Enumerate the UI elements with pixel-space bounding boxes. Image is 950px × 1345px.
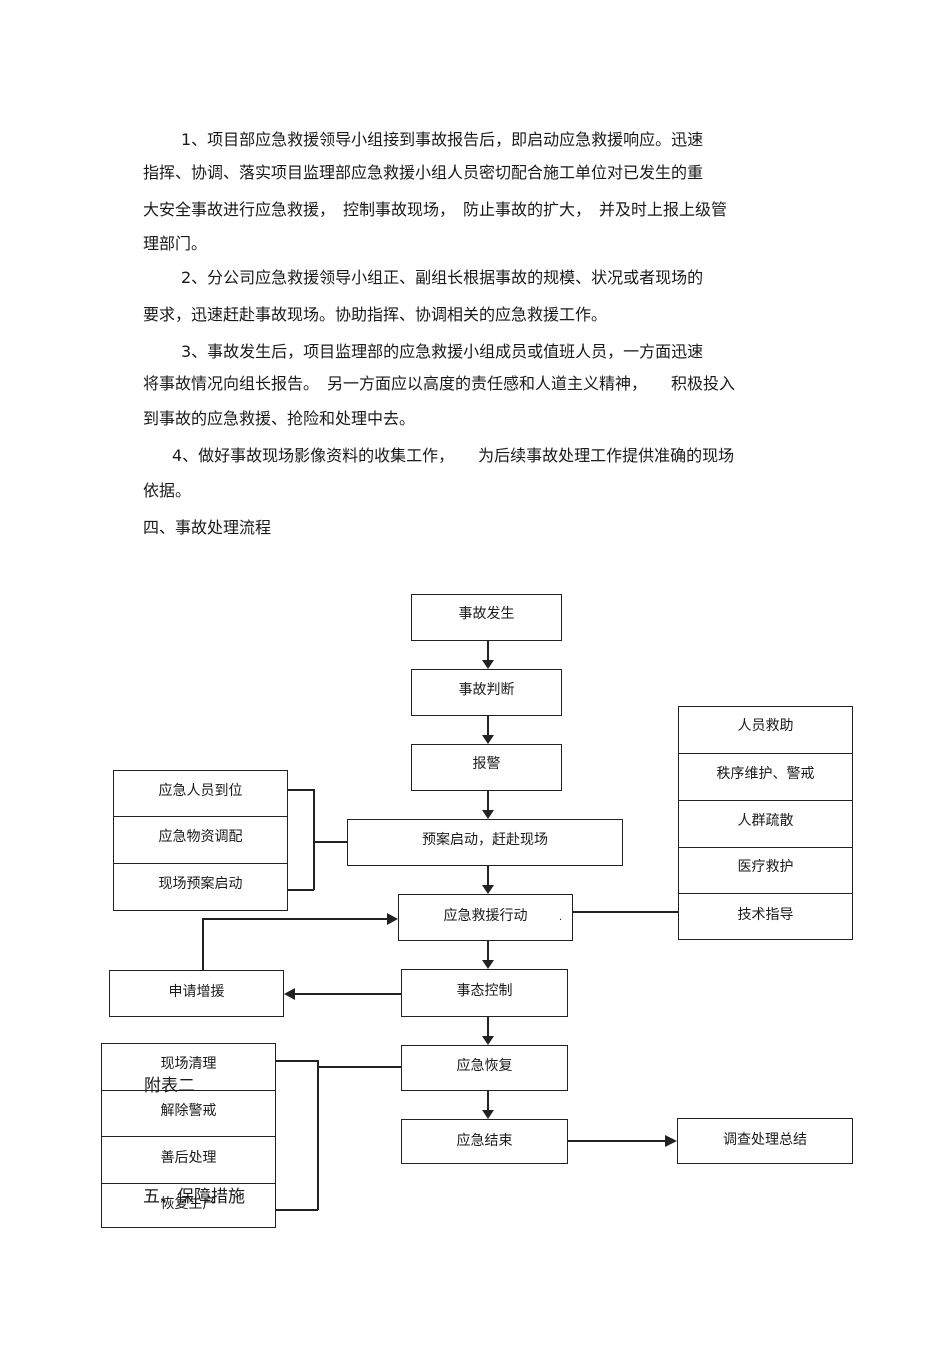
- flow-node-site-cleanup: 现场清理: [101, 1043, 276, 1091]
- appendix-label: 附表二: [144, 1076, 195, 1096]
- flow-node-end: 应急结束: [401, 1119, 568, 1164]
- section-heading: 四、事故处理流程: [143, 518, 272, 537]
- flow-node-evacuation: 人群疏散: [678, 800, 853, 848]
- flow-node-summary: 调查处理总结: [677, 1118, 853, 1164]
- text-line: 3、事故发生后，项目监理部的应急救援小组成员或值班人员，一方面迅速: [181, 342, 704, 361]
- flow-node-material-dispatch: 应急物资调配: [113, 816, 288, 864]
- text-line: 将事故情况向组长报告。 另一方面应以高度的责任感和人道主义精神， 积极投入: [143, 374, 736, 393]
- text-line: 到事故的应急救援、抢险和处理中去。: [143, 409, 416, 428]
- text-line: 4、做好事故现场影像资料的收集工作， 为后续事故处理工作提供准确的现场: [172, 446, 735, 465]
- flow-node-resume-production: 恢复生产: [101, 1183, 276, 1228]
- text-line: 大安全事故进行应急救援， 控制事故现场， 防止事故的扩大， 并及时上报上级管: [143, 200, 728, 219]
- flow-node-situation-control: 事态控制: [401, 969, 568, 1017]
- flow-node-staff-arrival: 应急人员到位: [113, 770, 288, 817]
- text-line: 2、分公司应急救援领导小组正、副组长根据事故的规模、状况或者现场的: [181, 268, 704, 287]
- flow-node-lift-cordon: 解除警戒: [101, 1090, 276, 1137]
- flow-node-order-maintain: 秩序维护、警戒: [678, 753, 853, 801]
- flow-node-alarm: 报警: [411, 744, 562, 791]
- stray-dot: .: [559, 912, 563, 923]
- flow-node-occurrence: 事故发生: [411, 594, 562, 641]
- flow-node-plan-start: 预案启动，赶赴现场: [347, 819, 623, 866]
- flow-node-aftermath: 善后处理: [101, 1136, 276, 1184]
- flow-node-recovery: 应急恢复: [401, 1045, 568, 1091]
- flow-node-rescue-action: 应急救援行动 .: [398, 894, 573, 941]
- text-line: 要求，迅速赶赴事故现场。协助指挥、协调相关的应急救援工作。: [143, 305, 608, 324]
- text-line: 1、项目部应急救援领导小组接到事故报告后，即启动应急救援响应。迅速: [181, 130, 704, 149]
- text-line: 理部门。: [143, 234, 208, 253]
- flow-node-tech-guidance: 技术指导: [678, 893, 853, 940]
- text-line: 指挥、协调、落实项目监理部应急救援小组人员密切配合施工单位对已发生的重: [143, 163, 704, 182]
- text-line: 依据。: [143, 481, 192, 500]
- flow-node-site-plan: 现场预案启动: [113, 863, 288, 911]
- section-5-heading: 五、保障措施: [143, 1187, 245, 1207]
- flow-node-medical: 医疗救护: [678, 847, 853, 894]
- flow-node-request-reinforcement: 申请增援: [109, 970, 284, 1017]
- flow-node-rescue-people: 人员救助: [678, 706, 853, 754]
- flow-node-judgement: 事故判断: [411, 669, 562, 716]
